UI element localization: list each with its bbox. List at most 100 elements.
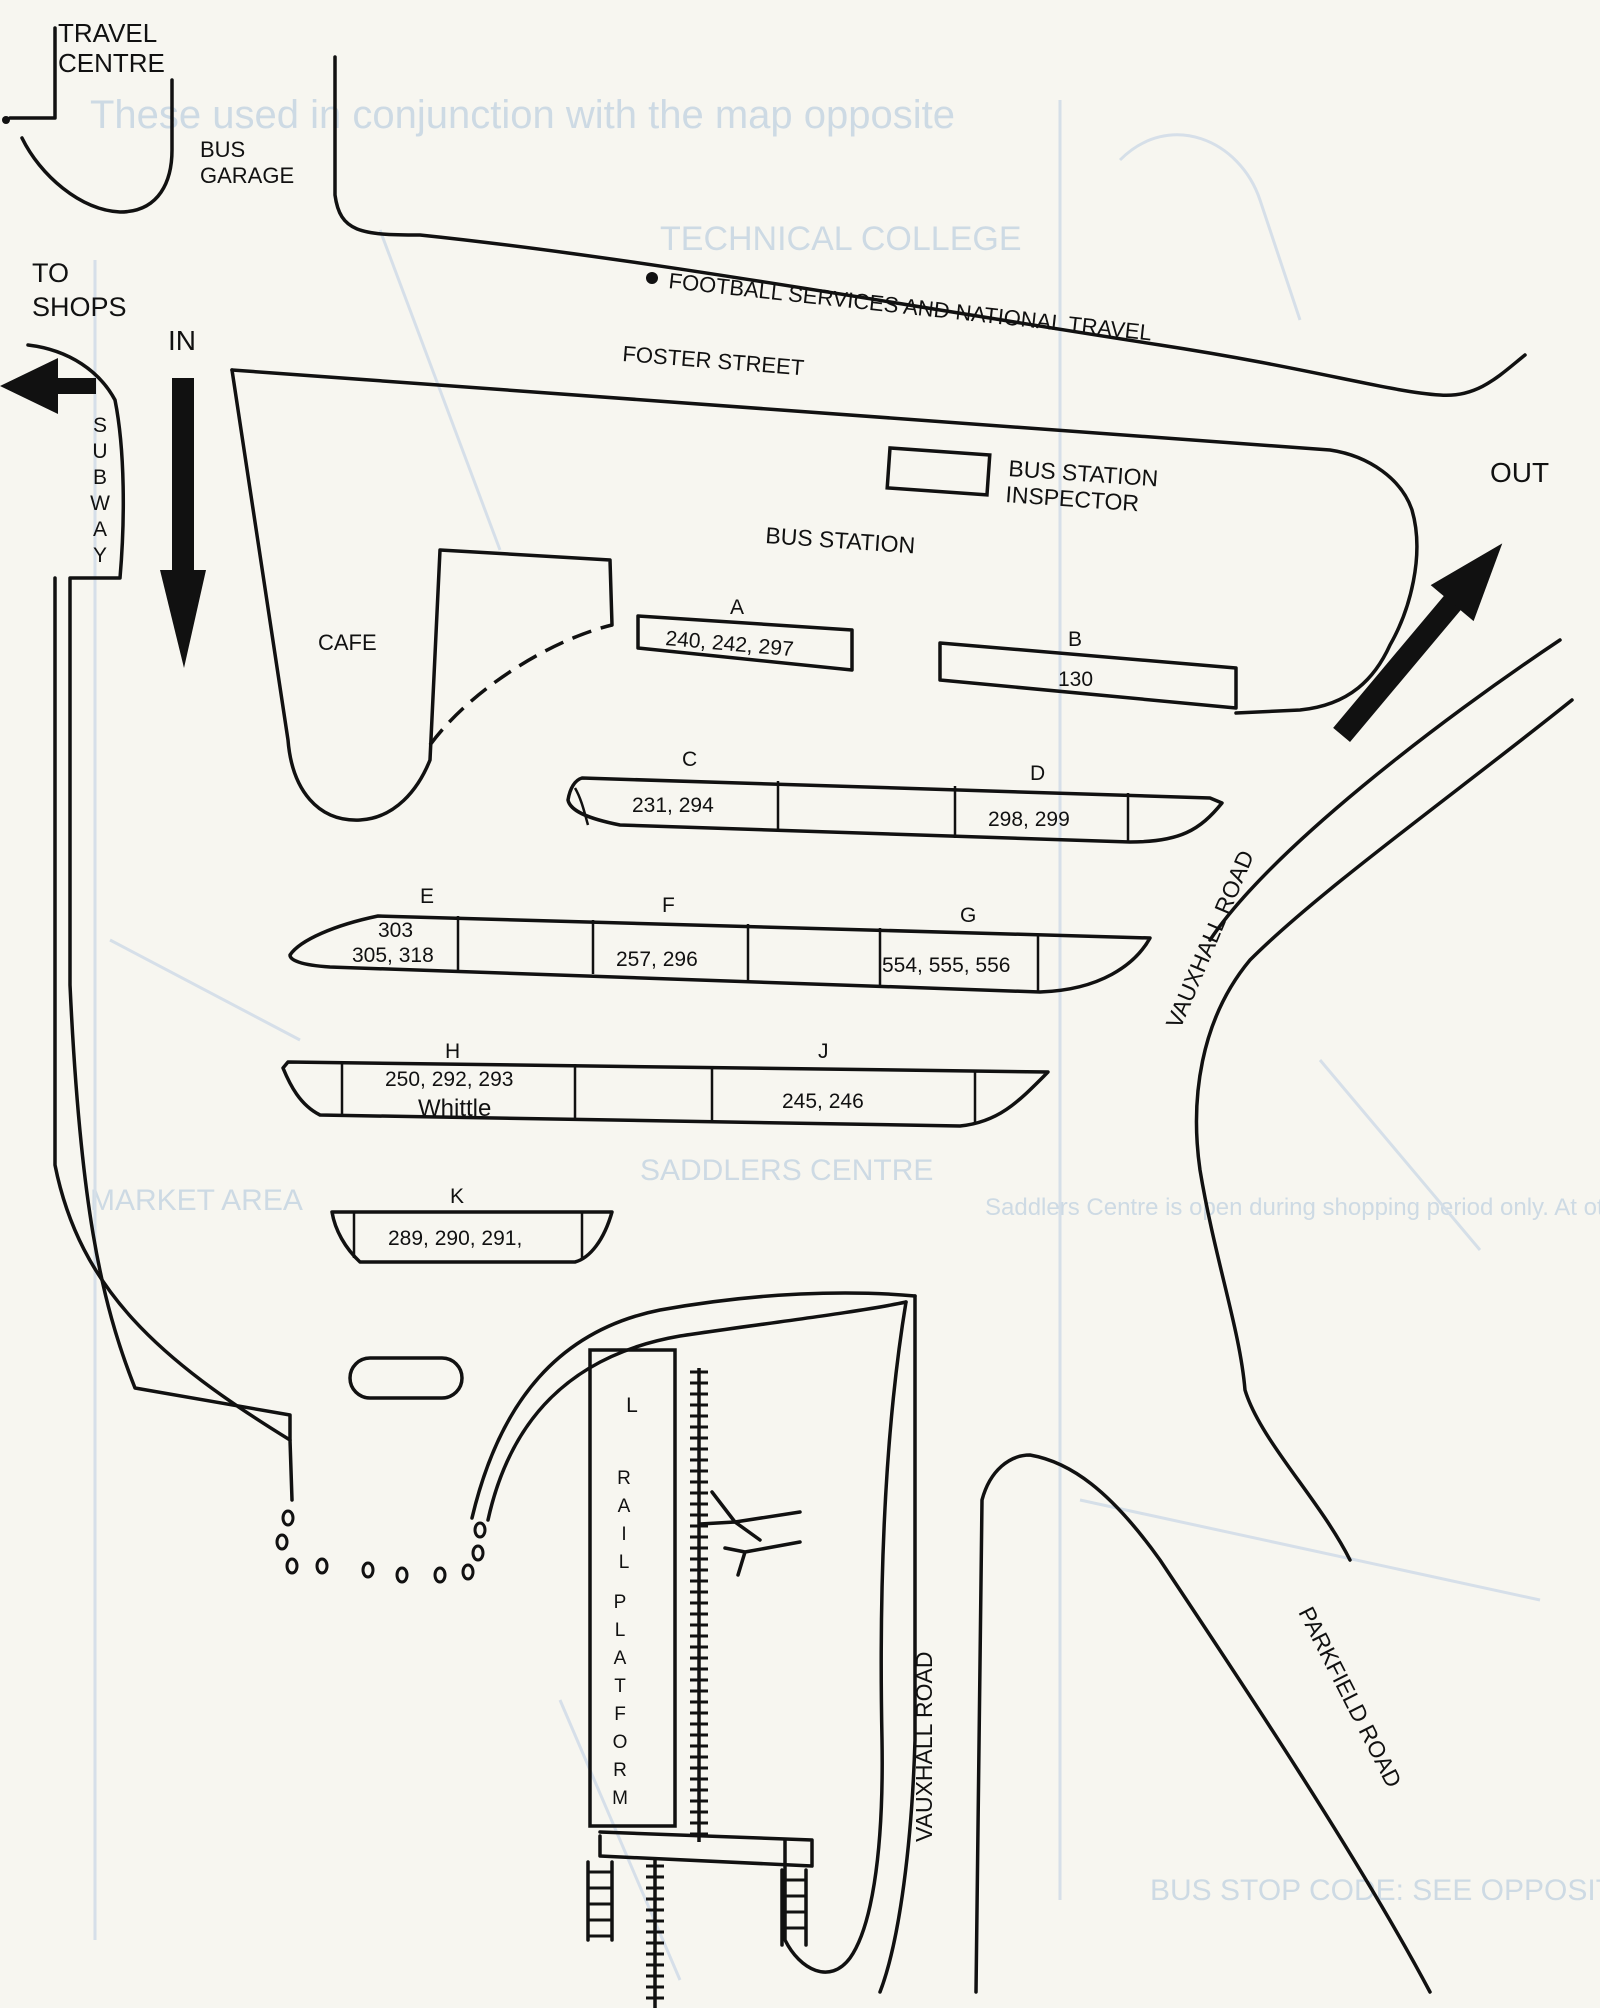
svg-text:U: U — [92, 440, 107, 463]
parkfield-road-label: PARKFIELD ROAD — [1294, 1602, 1407, 1791]
bus-garage-label-1: BUS — [200, 137, 245, 162]
stand-c-letter: C — [682, 748, 697, 771]
vauxhall-road-label-lower: VAUXHALL ROAD — [911, 1652, 937, 1842]
bleed-header: These used in conjunction with the map o… — [90, 93, 955, 137]
stand-h-letter: H — [445, 1040, 460, 1063]
vauxhall-road-label-upper: VAUXHALL ROAD — [1161, 846, 1259, 1031]
stand-g-letter: G — [960, 904, 976, 927]
cafe-label: CAFE — [318, 630, 377, 655]
stand-c-d-island: C 231, 294 D 298, 299 — [566, 748, 1224, 844]
svg-text:I: I — [621, 1524, 626, 1545]
vauxhall-road-east-kerb — [1208, 638, 1562, 942]
bus-station-outline — [230, 368, 1419, 715]
inspector-booth — [885, 446, 992, 497]
footpath-markers — [275, 1509, 487, 1584]
bleed-technical-college: TECHNICAL COLLEGE — [660, 220, 1022, 258]
rail-east-bay — [783, 1300, 908, 1974]
stand-e-f-g-island: E 303 305, 318 F 257, 296 G 554, 555, 55… — [288, 885, 1152, 994]
svg-text:W: W — [90, 492, 110, 515]
stand-h-services-2: Whittle — [418, 1095, 491, 1122]
rail-platform-letter: L — [626, 1394, 638, 1417]
stand-b: B 130 — [938, 628, 1238, 710]
foster-street-upper-kerb — [333, 55, 1527, 397]
stand-k-island: K 289, 290, 291, — [330, 1185, 614, 1264]
stand-k-services: 289, 290, 291, — [388, 1227, 522, 1250]
svg-text:B: B — [93, 466, 107, 489]
vauxhall-road-west-kerb — [1194, 698, 1574, 1562]
rail-approach-ramp-inner — [486, 1300, 908, 1522]
stand-h-j-island: H 250, 292, 293 Whittle J 245, 246 — [281, 1040, 1050, 1128]
svg-text:A: A — [93, 518, 107, 541]
stand-e-letter: E — [420, 885, 434, 908]
out-arrow — [1333, 543, 1503, 742]
rail-platform — [588, 1348, 677, 1828]
in-label: IN — [168, 325, 196, 356]
parkfield-road-kerb — [974, 1453, 1432, 1994]
svg-text:T: T — [614, 1676, 626, 1697]
cafe-dashed-boundary — [428, 623, 613, 747]
stand-b-island — [938, 641, 1238, 710]
out-label: OUT — [1490, 457, 1549, 488]
svg-text:A: A — [618, 1496, 631, 1517]
staircase-right — [780, 1868, 808, 1947]
bus-station-label: BUS STATION — [765, 522, 916, 558]
bleed-bus-stop-code: BUS STOP CODE: SEE OPPOSITE — [1150, 1874, 1600, 1907]
stand-k-letter: K — [450, 1185, 464, 1208]
bus-garage-label-2: GARAGE — [200, 163, 294, 188]
svg-text:Y: Y — [93, 544, 107, 567]
svg-text:F: F — [614, 1704, 626, 1725]
travel-centre: TRAVEL CENTRE — [2, 18, 165, 124]
stand-j-services: 245, 246 — [782, 1090, 864, 1113]
stand-h-services-1: 250, 292, 293 — [385, 1068, 513, 1091]
football-services-marker — [646, 272, 658, 284]
stand-f-services: 257, 296 — [616, 948, 698, 971]
footbridge — [598, 1830, 814, 1868]
svg-text:O: O — [613, 1732, 628, 1753]
svg-text:R: R — [613, 1760, 627, 1781]
stand-e-services-1: 303 — [378, 919, 413, 942]
stand-a-letter: A — [730, 596, 744, 619]
stand-d-services: 298, 299 — [988, 808, 1070, 831]
rail-approach-ramp-outer — [470, 1291, 917, 1520]
svg-text:R: R — [617, 1468, 631, 1489]
foster-street-label: FOSTER STREET — [622, 341, 806, 380]
bus-garage: BUS GARAGE — [20, 78, 294, 214]
stand-c-services: 231, 294 — [632, 794, 714, 817]
to-shops-label-1: TO — [32, 258, 69, 288]
bleed-market-area: MARKET AREA — [90, 1184, 303, 1217]
svg-text:S: S — [93, 414, 107, 437]
track-junction-branch — [698, 1490, 802, 1577]
stand-d-letter: D — [1030, 762, 1045, 785]
svg-text:L: L — [619, 1552, 630, 1573]
stand-f-letter: F — [662, 894, 675, 917]
stand-j-letter: J — [818, 1040, 829, 1063]
pedestrian-island — [348, 1356, 464, 1400]
svg-text:P: P — [614, 1592, 627, 1613]
railway-track-lower — [646, 1860, 664, 2008]
rail-platform-label: R A I L P L A T F O R M — [612, 1468, 631, 1809]
to-shops-label-2: SHOPS — [32, 292, 127, 322]
staircase-left — [586, 1860, 614, 1942]
stand-e-services-2: 305, 318 — [352, 944, 434, 967]
stand-b-services: 130 — [1058, 668, 1093, 691]
in-arrow — [160, 378, 206, 668]
svg-text:A: A — [614, 1648, 627, 1669]
svg-text:M: M — [612, 1788, 628, 1809]
travel-centre-label-2: CENTRE — [58, 48, 165, 78]
railway-track — [690, 1368, 708, 1842]
travel-centre-label-1: TRAVEL — [58, 18, 157, 48]
to-shops-arrow — [0, 358, 96, 414]
bleed-note: Saddlers Centre is open during shopping … — [985, 1194, 1600, 1221]
svg-text:L: L — [615, 1620, 626, 1641]
stand-g-services: 554, 555, 556 — [882, 954, 1010, 977]
subway-left-edge — [53, 576, 294, 1502]
bleed-saddlers-centre: SADDLERS CENTRE — [640, 1154, 933, 1187]
stand-a: A 240, 242, 297 — [636, 596, 854, 672]
bleed-through-layer: These used in conjunction with the map o… — [90, 93, 1600, 1981]
bus-station-west-wall — [230, 368, 614, 822]
subway-outline — [26, 343, 292, 1442]
football-services-label: FOOTBALL SERVICES AND NATIONAL TRAVEL — [667, 268, 1153, 345]
stand-a-island — [636, 614, 854, 672]
